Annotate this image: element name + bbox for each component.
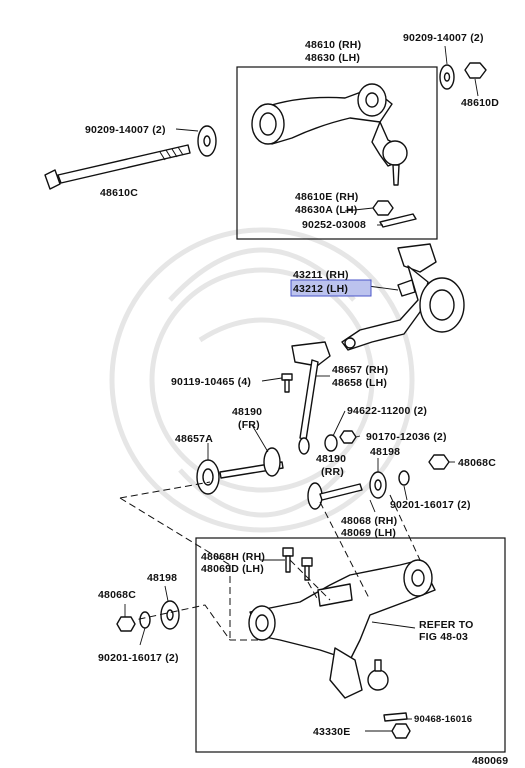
label-bolt-top-right: 90209-14007 (2)	[403, 32, 484, 44]
label-ball-joint-nut-rh: 48610E (RH)	[295, 191, 358, 203]
label-washer-a: 94622-11200 (2)	[347, 405, 427, 417]
leader-lines	[124, 45, 479, 732]
label-bar-front: 48190	[232, 406, 262, 418]
label-upper-arm-rh: 48610 (RH)	[305, 39, 361, 51]
label-strut-rod-rh: 48657 (RH)	[332, 364, 388, 376]
label-cushion-left: 48657A	[175, 433, 213, 445]
label-nut-top-right: 48610D	[461, 97, 499, 109]
labels: 48610 (RH) 48630 (LH) 90209-14007 (2) 48…	[85, 32, 508, 767]
label-knuckle-rh: 43211 (RH)	[293, 269, 349, 281]
label-bolt-left: 90209-14007 (2)	[85, 124, 166, 136]
label-bar-rear-pos: (RR)	[321, 466, 344, 478]
nut-48068c-left[interactable]	[116, 616, 136, 632]
label-bushing-mid: 48198	[370, 446, 400, 458]
label-refer-to: REFER TO	[419, 619, 474, 631]
label-bushing-lower-left: 48198	[147, 572, 177, 584]
washer-left[interactable]	[197, 125, 217, 157]
long-bolt-48610c[interactable]	[44, 144, 191, 190]
bushing-lower-left[interactable]	[160, 600, 180, 630]
washer-right[interactable]	[398, 470, 410, 486]
label-nut-bottom: 43330E	[313, 726, 350, 738]
label-bolt-lower-rh: 48068H (RH)	[201, 551, 265, 563]
label-bolt-small: 90119-10465 (4)	[171, 376, 251, 388]
label-cotter-pin-top: 90252-03008	[302, 219, 366, 231]
lower-control-arm[interactable]	[248, 559, 436, 699]
nut-90170[interactable]	[339, 430, 357, 444]
label-cotter-pin-bottom: 90468-16016	[414, 714, 472, 725]
cushion-48657a[interactable]	[196, 459, 220, 495]
label-bolt-lower-lh: 48069D (LH)	[201, 563, 264, 575]
label-refer-fig: FIG 48-03	[419, 631, 468, 643]
upper-arm-group-box	[236, 66, 438, 240]
nut-top-right[interactable]	[464, 62, 487, 79]
bolt-lower[interactable]	[282, 547, 313, 581]
lower-arm-group-box	[195, 537, 506, 753]
label-lower-arm-lh: 48069 (LH)	[341, 527, 396, 539]
bushing-48198[interactable]	[369, 471, 387, 499]
label-upper-arm-lh: 48630 (LH)	[305, 52, 360, 64]
label-ball-joint-nut-lh: 48630A (LH)	[295, 204, 358, 216]
label-strut-rod-lh: 48658 (LH)	[332, 377, 387, 389]
label-bar-front-pos: (FR)	[238, 419, 260, 431]
label-nut-a: 90170-12036 (2)	[366, 431, 447, 443]
strut-rod[interactable]	[291, 341, 331, 455]
ball-joint-nut[interactable]	[372, 200, 394, 216]
label-diagram-id: 480069	[472, 755, 508, 767]
label-washer-lower-left: 90201-16017 (2)	[98, 652, 179, 664]
label-shaft-left: 48610C	[100, 187, 138, 199]
nut-48068c-right[interactable]	[428, 454, 450, 470]
highlight-43212	[290, 279, 372, 297]
label-knuckle-lh: 43212 (LH)	[293, 283, 348, 295]
label-nut-lower-left: 48068C	[98, 589, 136, 601]
cotter-pin-bottom[interactable]	[383, 712, 408, 722]
nut-43330e[interactable]	[391, 723, 411, 739]
washer-94622[interactable]	[324, 434, 338, 452]
label-lower-arm-rh: 48068 (RH)	[341, 515, 397, 527]
label-washer-right: 90201-16017 (2)	[390, 499, 471, 511]
ball-joint-lower[interactable]	[367, 659, 389, 691]
assembly-dashed-lines	[119, 481, 421, 641]
washer-lower-left[interactable]	[139, 611, 151, 629]
label-bar-rear: 48190	[316, 453, 346, 465]
watermark-emblem	[109, 227, 415, 533]
cotter-pin-top[interactable]	[379, 213, 417, 228]
bolt-small[interactable]	[281, 373, 293, 393]
steering-knuckle[interactable]	[341, 243, 465, 351]
upper-control-arm[interactable]	[251, 83, 408, 186]
washer-top-right[interactable]	[439, 64, 455, 90]
stabilizer-bar-front[interactable]	[219, 447, 284, 479]
stabilizer-bar-rear[interactable]	[307, 482, 363, 510]
label-nut-right: 48068C	[458, 457, 496, 469]
